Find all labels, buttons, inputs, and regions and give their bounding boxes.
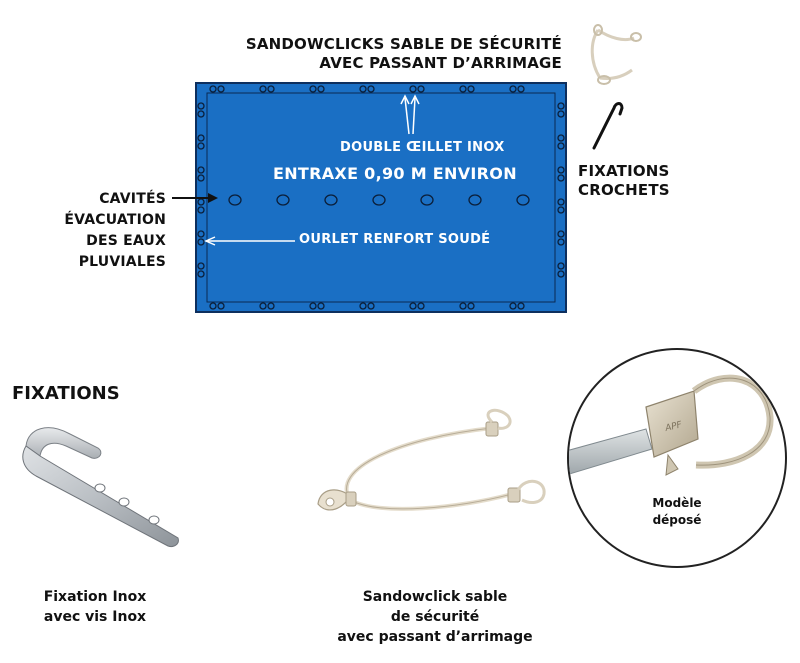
eyelet	[557, 174, 565, 182]
eyelet	[557, 166, 565, 174]
clip-detail-image: APF	[567, 348, 787, 568]
eyelet	[557, 198, 565, 206]
sandowclick-thumbnail	[590, 24, 642, 85]
sandowclick-caption-line2: de sécurité	[390, 609, 480, 625]
pool-cover-diagram: DOUBLE ŒILLET INOX ENTRAXE 0,90 M ENVIRO…	[195, 82, 567, 313]
eyelet	[517, 302, 525, 310]
eyelet	[557, 270, 565, 278]
fixation-inox-caption-line1: Fixation Inox	[43, 589, 147, 605]
brand-mark: APF	[663, 420, 683, 434]
eyelet	[359, 302, 367, 310]
eyelet	[209, 302, 217, 310]
eyelet	[467, 85, 475, 93]
eyelet	[197, 110, 205, 118]
eyelet	[467, 302, 475, 310]
eyelet	[557, 142, 565, 150]
drain-cavity	[468, 194, 482, 206]
drain-cavity	[420, 194, 434, 206]
cavites-label-line1: CAVITÉS	[99, 191, 166, 207]
eyelet	[267, 302, 275, 310]
eyelet	[197, 238, 205, 246]
eyelet	[359, 85, 367, 93]
eyelet	[197, 174, 205, 182]
eyelet	[259, 302, 267, 310]
eyelet	[197, 262, 205, 270]
drain-cavity	[228, 194, 242, 206]
eyelet	[197, 270, 205, 278]
eyelet	[197, 206, 205, 214]
eyelet-arrow-left	[404, 97, 410, 135]
eyelet	[409, 85, 417, 93]
ourlet-label: OURLET RENFORT SOUDÉ	[299, 232, 491, 247]
eyelet	[309, 302, 317, 310]
eyelet	[417, 302, 425, 310]
drain-cavity	[276, 194, 290, 206]
eyelet	[517, 85, 525, 93]
sandowclicks-label-line1: SANDOWCLICKS SABLE DE SÉCURITÉ	[245, 35, 562, 53]
cavites-label-line3: DES EAUX	[86, 233, 166, 249]
sandowclick-caption: Sandowclick sable de sécurité avec passa…	[300, 587, 570, 647]
eyelet	[509, 302, 517, 310]
eyelet	[557, 238, 565, 246]
eyelet	[197, 134, 205, 142]
eyelet	[267, 85, 275, 93]
drain-cavity	[372, 194, 386, 206]
fixation-inox-caption: Fixation Inox avec vis Inox	[30, 587, 160, 627]
eyelet	[317, 85, 325, 93]
modele-depose-line2: déposé	[652, 513, 702, 527]
fixations-crochets-line2: CROCHETS	[578, 181, 670, 199]
drain-cavities	[228, 194, 530, 206]
modele-depose-caption: Modèle déposé	[624, 495, 730, 529]
fixations-crochets-line1: FIXATIONS	[578, 162, 670, 180]
eyelet	[197, 166, 205, 174]
eyelet	[409, 302, 417, 310]
eyelet	[317, 302, 325, 310]
fixations-crochets-label: FIXATIONS CROCHETS	[578, 162, 670, 200]
eyelet-group	[197, 85, 565, 310]
eyelet	[367, 302, 375, 310]
eyelet	[367, 85, 375, 93]
eyelet	[557, 102, 565, 110]
eyelet	[557, 230, 565, 238]
sandowclick-caption-line3: avec passant d’arrimage	[337, 629, 533, 645]
eyelet	[217, 302, 225, 310]
eyelet	[197, 230, 205, 238]
pool-cover-shape	[195, 82, 567, 313]
eyelet	[459, 85, 467, 93]
drain-cavity	[324, 194, 338, 206]
eyelet-arrow-right	[412, 97, 416, 135]
eyelet	[197, 142, 205, 150]
eyelet	[509, 85, 517, 93]
sandowclick-image	[317, 408, 546, 511]
eyelet	[557, 110, 565, 118]
eyelet	[309, 85, 317, 93]
eyelet	[557, 206, 565, 214]
eyelet	[217, 85, 225, 93]
modele-depose-line1: Modèle	[652, 496, 702, 510]
eyelet	[417, 85, 425, 93]
hook-icon	[592, 102, 624, 150]
sandowclicks-label: SANDOWCLICKS SABLE DE SÉCURITÉ AVEC PASS…	[230, 35, 562, 73]
double-eyelet-label: DOUBLE ŒILLET INOX	[340, 140, 505, 155]
entraxe-label: ENTRAXE 0,90 M ENVIRON	[273, 164, 517, 183]
drain-cavity	[516, 194, 530, 206]
sandowclicks-label-line2: AVEC PASSANT D’ARRIMAGE	[319, 54, 562, 72]
cavites-label: CAVITÉS ÉVACUATION DES EAUX PLUVIALES	[60, 189, 166, 273]
fixation-inox-image	[22, 427, 179, 547]
fixation-inox-caption-line2: avec vis Inox	[43, 609, 147, 625]
cavites-arrow	[172, 193, 218, 203]
eyelet	[197, 102, 205, 110]
cavites-label-line2: ÉVACUATION	[64, 212, 166, 228]
eyelet	[209, 85, 217, 93]
sandowclick-caption-line1: Sandowclick sable	[362, 589, 508, 605]
eyelet	[557, 262, 565, 270]
section-title: FIXATIONS	[12, 383, 120, 404]
eyelet	[259, 85, 267, 93]
cavites-label-line4: PLUVIALES	[78, 254, 166, 270]
eyelet	[459, 302, 467, 310]
eyelet	[557, 134, 565, 142]
